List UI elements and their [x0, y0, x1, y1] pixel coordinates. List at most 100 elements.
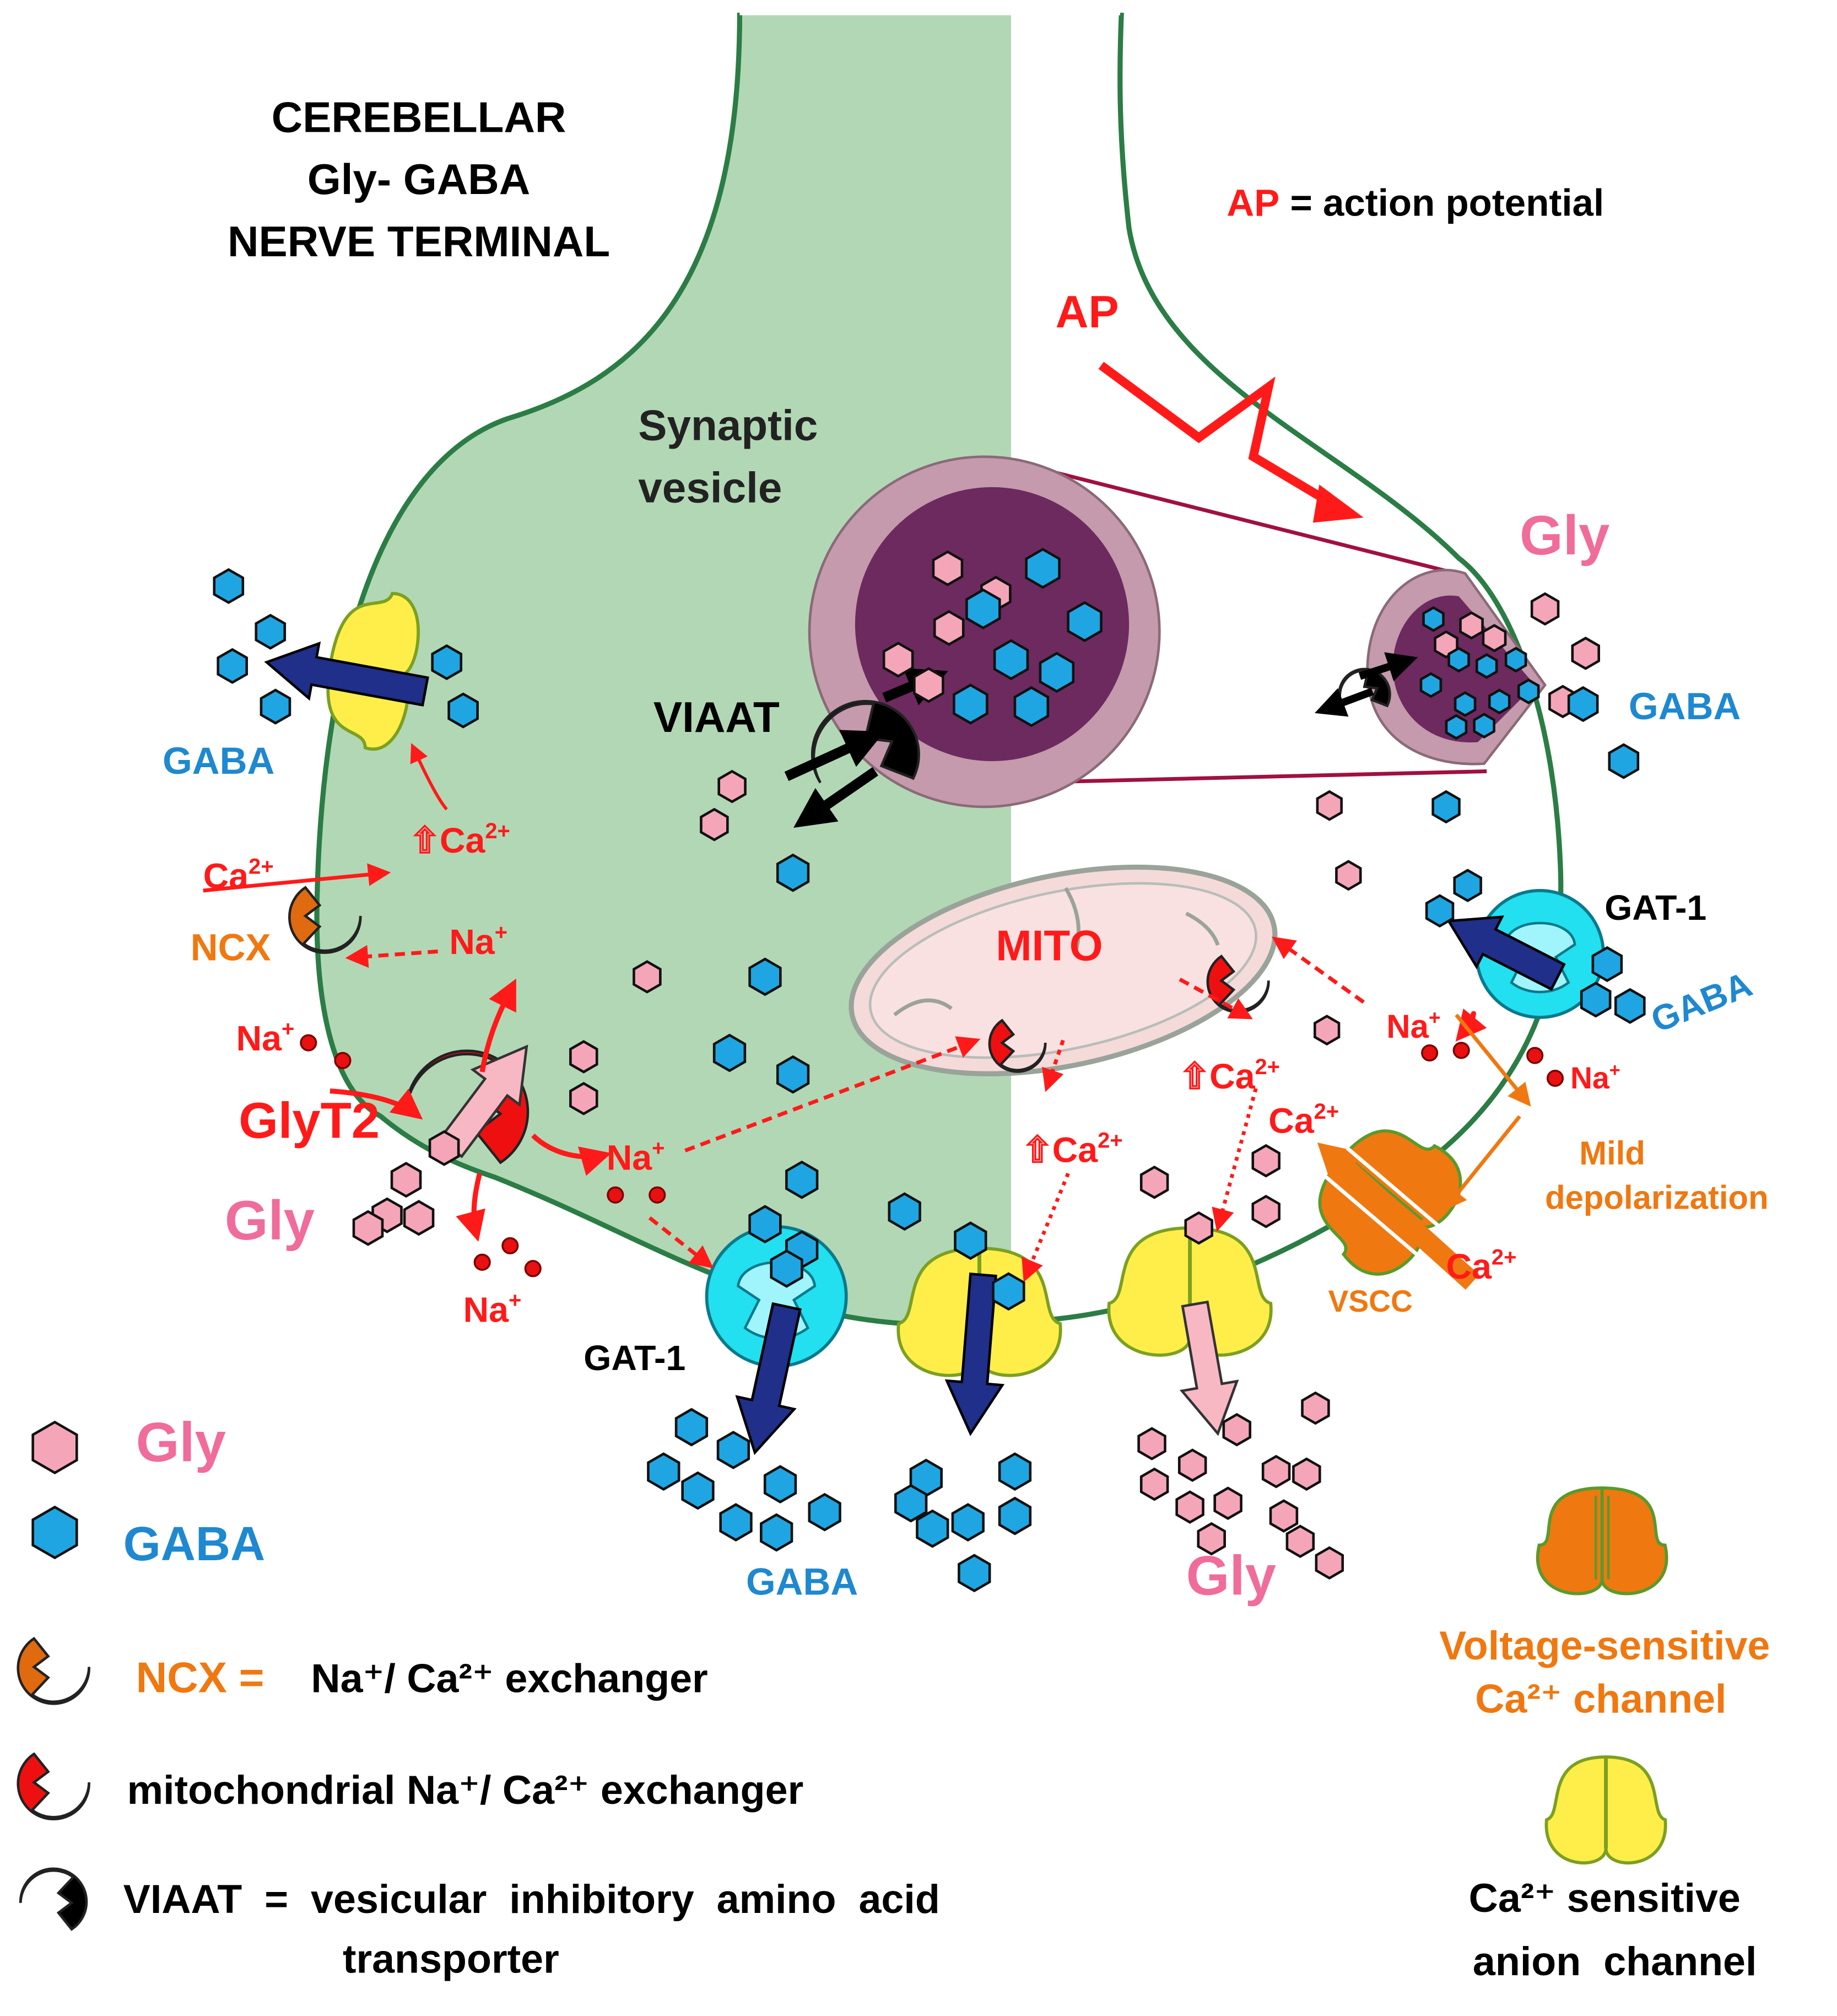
gaba-molecule [808, 1492, 841, 1532]
na-ion [607, 1186, 624, 1204]
ca-label-anion-left: ⇧Ca2+ [410, 819, 510, 860]
gly-molecule [1137, 1427, 1166, 1460]
vscc-pore-line-a [1320, 1172, 1435, 1270]
mild-depolarization-label-2: depolarization [1545, 1179, 1769, 1216]
na-label-gat1-right-out: Na+ [1570, 1060, 1620, 1095]
legend-ncx-icon [17, 1636, 90, 1705]
gaba-molecule [681, 1471, 715, 1510]
gly-molecule [913, 667, 944, 703]
gaba-molecule [1067, 601, 1103, 643]
gat1-label-bottom: GAT-1 [583, 1338, 685, 1378]
ca-label-vscc-out: Ca2+ [1446, 1245, 1517, 1286]
gaba-molecule [674, 1408, 709, 1447]
legend-viaat-icon [19, 1867, 88, 1931]
gaba-molecule [992, 1272, 1025, 1311]
gaba-efflux-arrow-left [264, 641, 429, 707]
gaba-molecule [647, 1452, 680, 1491]
legend-viaat-line-1: VIAAT = vesicular inhibitory amino acid [123, 1876, 940, 1922]
viaat-transporter [811, 700, 920, 784]
gaba-molecule [431, 644, 463, 681]
ca-label-mito-right: ⇧Ca2+ [1180, 1055, 1280, 1096]
gly-molecule [882, 642, 914, 678]
gly-molecule [31, 1420, 78, 1475]
gaba-molecule [217, 648, 248, 684]
na-ion [501, 1237, 519, 1254]
gly-molecule [932, 550, 964, 586]
gaba-molecule [998, 1452, 1032, 1491]
gly-molecule [1314, 1015, 1341, 1046]
gly-efflux-arrow-anion [1179, 1300, 1239, 1436]
legend-ncx-icon-body [17, 1636, 90, 1705]
viaat-docked-body [1338, 667, 1391, 709]
na-ion [1546, 1070, 1564, 1087]
ap-definition: AP = action potential [1227, 181, 1604, 224]
legend-anion-line-1: Ca²⁺ sensitive [1469, 1875, 1741, 1921]
ions-layer [300, 1034, 1564, 1277]
gaba-molecule [1453, 869, 1482, 902]
legend-vscc-line-2: Ca²⁺ channel [1475, 1675, 1726, 1721]
ap-label: AP [1056, 286, 1119, 337]
title-line-2: Gly- GABA [307, 155, 530, 203]
gaba-molecule [894, 1484, 928, 1523]
gaba-molecule [1422, 606, 1445, 632]
viaat-label: VIAAT [653, 693, 780, 741]
gly-uptake-arrow-glyt2 [437, 1044, 528, 1158]
synaptic-vesicle [808, 455, 1161, 808]
legend-gly-label: Gly [136, 1411, 226, 1474]
legend-vscc-line-1: Voltage-sensitive [1439, 1622, 1770, 1668]
gaba-molecule [958, 1554, 991, 1593]
gly-molecule [1571, 637, 1601, 670]
legend-mito-exchanger-icon [17, 1752, 90, 1821]
gly-molecule [1139, 1166, 1169, 1199]
gly-molecule [933, 610, 965, 646]
glyt2-na-out-top [479, 978, 516, 1072]
ca-label-vscc-in: Ca2+ [1268, 1099, 1339, 1141]
gly-molecule [1434, 630, 1458, 659]
gly-molecule [1197, 1522, 1226, 1556]
arrows-layer: ⇧Ca2+Ca2+Na+Na+Na+Na+⇧Ca2+⇧Ca2+Ca2+Ca2+N… [203, 641, 1620, 1456]
gly-molecule [1530, 592, 1560, 626]
gly-molecule [569, 1040, 598, 1074]
gly-molecule [1316, 790, 1343, 821]
gaba-molecule [916, 1509, 949, 1548]
ncx-label: NCX [191, 925, 271, 968]
gaba-molecule [1447, 646, 1470, 673]
svg-text:AP = action potential: AP = action potential [1227, 181, 1604, 224]
gaba-efflux-arrow-gat1 [735, 1302, 802, 1456]
gaba-molecule [770, 1249, 803, 1288]
gaba-molecule [776, 1055, 810, 1094]
na-ion [300, 1034, 317, 1052]
na-to-gat1-dashed [648, 1216, 714, 1269]
gly-molecule [1301, 1391, 1330, 1425]
gly-molecule [1285, 1524, 1315, 1558]
viaat-transporter-body [811, 700, 920, 784]
gaba-molecule [748, 957, 782, 996]
gaba-molecule [255, 613, 287, 650]
na-to-ncx-dashed [345, 945, 438, 968]
gly-molecule [1139, 1467, 1169, 1501]
gly-molecule [1261, 1454, 1291, 1489]
gly-molecule [1213, 1486, 1242, 1520]
vscc-channel-right [1338, 1129, 1462, 1229]
gaba-molecule [1445, 714, 1468, 740]
na-ion [1526, 1047, 1544, 1064]
gly-molecule [1315, 1546, 1344, 1580]
gaba-molecule [888, 1192, 921, 1231]
glyt2-na-in-left [329, 1088, 423, 1120]
na-label-glyt2-bottom: Na+ [463, 1289, 522, 1330]
vscc-label: VSCC [1328, 1284, 1412, 1318]
gly-molecule [428, 1130, 460, 1166]
gaba-molecule [1454, 691, 1477, 717]
gaba-molecule [993, 639, 1029, 681]
gaba-molecule [1608, 743, 1640, 779]
glyt2-na-in-right [531, 1133, 612, 1176]
gaba-molecule [716, 1431, 750, 1469]
diagram-labels: VIAAT Gly GABA GABA NCX GlyT2 Gly GAT-1 … [163, 504, 1769, 1607]
gly-molecule [352, 1210, 384, 1246]
gaba-molecule [1517, 678, 1540, 704]
legend-vscc-icon-right [1600, 1486, 1668, 1595]
zoom-line-top [1027, 463, 1457, 575]
gly-molecule [717, 769, 747, 804]
gly-molecule [1269, 1499, 1299, 1533]
